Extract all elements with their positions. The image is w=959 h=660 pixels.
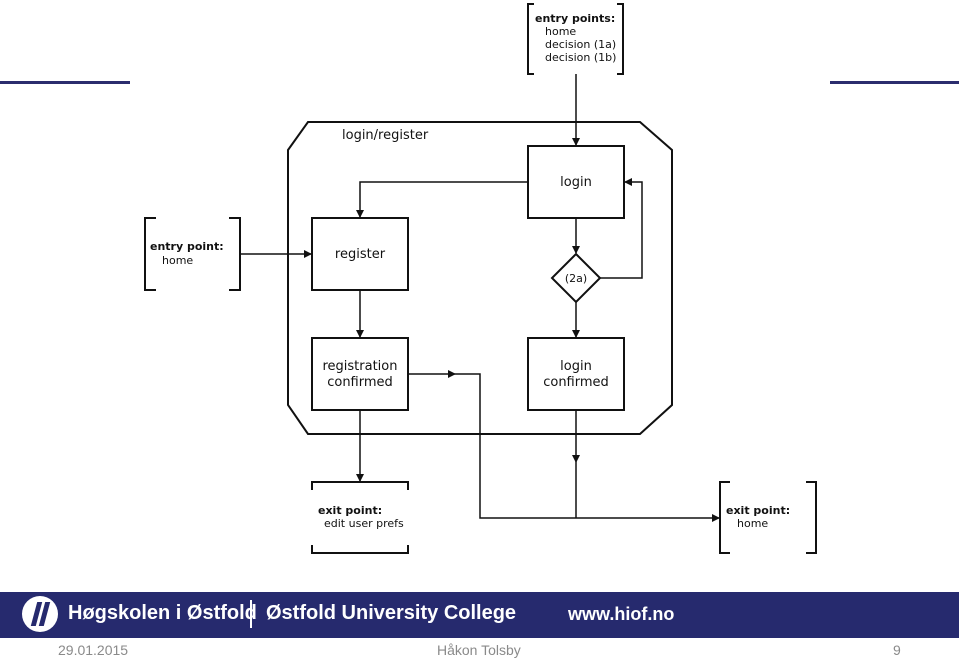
- decision-node-label: (2a): [565, 272, 587, 285]
- hiof-logo-icon: [22, 596, 58, 632]
- exit-edit-bracket-bottom: [311, 545, 409, 554]
- registration-confirmed-node: [311, 337, 409, 411]
- entry-top-line: decision (1b): [545, 51, 616, 64]
- footer-divider: [250, 600, 252, 628]
- registration-confirmed-label: confirmed: [327, 375, 393, 390]
- exit-edit-line: edit user prefs: [324, 517, 404, 530]
- edge-registration-confirmed-to-exit-home: [455, 373, 720, 522]
- school-name-en: Østfold University College: [266, 602, 517, 624]
- exit-home-bracket-right: [806, 481, 817, 554]
- exit-edit-heading: exit point:: [318, 504, 382, 517]
- entry-top-line: decision (1a): [545, 38, 616, 51]
- footer-band: Høgskolen i Østfold Østfold University C…: [0, 592, 959, 638]
- edge-decision-loop-to-login: [600, 178, 643, 279]
- login-node-label: login: [560, 175, 592, 190]
- header-rule-right: [830, 81, 959, 84]
- login-register-group: [287, 121, 673, 435]
- edge-login-to-register: [356, 181, 528, 218]
- registration-confirmed-label: registration: [322, 359, 397, 374]
- exit-home-heading: exit point:: [726, 504, 790, 517]
- entry-top-line: home: [545, 25, 576, 38]
- group-title: login/register: [342, 128, 429, 143]
- exit-edit-bracket-top: [311, 481, 409, 490]
- website-link[interactable]: www.hiof.no: [568, 604, 675, 624]
- slide-date: 29.01.2015: [58, 642, 129, 658]
- entry-left-bracket-right: [229, 217, 241, 291]
- slide-number: 9: [893, 642, 901, 658]
- flow-diagram: login/register entry points: home decisi…: [144, 3, 817, 554]
- entry-left-line: home: [162, 254, 193, 267]
- slide-author: Håkon Tolsby: [437, 642, 521, 658]
- login-confirmed-label: confirmed: [543, 375, 609, 390]
- login-confirmed-label: login: [560, 359, 592, 374]
- entry-left-heading: entry point:: [150, 240, 224, 253]
- header-rule-left: [0, 81, 130, 84]
- entry-top-bracket-right: [617, 3, 624, 75]
- school-name-no: Høgskolen i Østfold: [68, 602, 257, 624]
- entry-top-bracket-left: [527, 3, 534, 75]
- login-confirmed-node: [527, 337, 625, 411]
- exit-home-bracket-left: [719, 481, 730, 554]
- entry-left-bracket-left: [144, 217, 156, 291]
- register-node-label: register: [335, 247, 386, 262]
- exit-home-line: home: [737, 517, 768, 530]
- entry-top-heading: entry points:: [535, 12, 615, 25]
